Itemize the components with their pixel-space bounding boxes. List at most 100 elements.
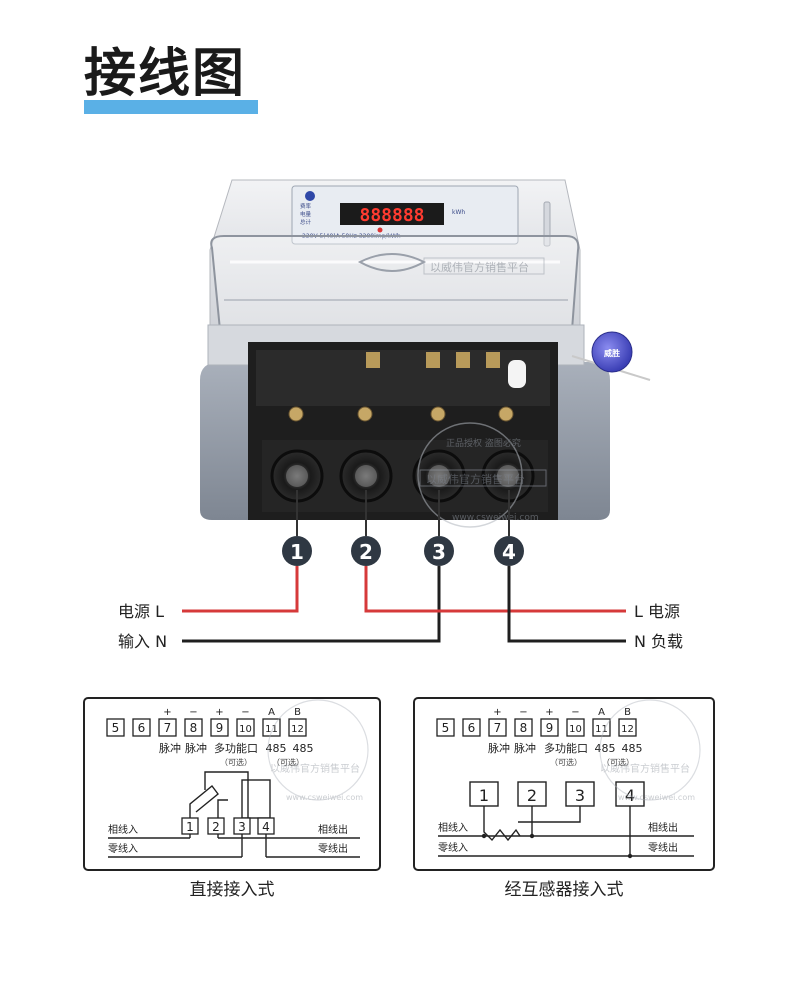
phase-out-label: 相线出 <box>318 823 348 836</box>
neutral-out-label: 零线出 <box>648 841 678 854</box>
func-label: 多功能口 <box>544 741 588 755</box>
func-label: 485 <box>266 742 287 755</box>
phase-out-label: 相线出 <box>648 821 678 834</box>
neutral-out-label: 零线出 <box>318 842 348 855</box>
phase-in-label: 相线入 <box>108 823 138 836</box>
bottom-terminal-number: 4 <box>262 820 270 834</box>
bottom-terminal-number: 3 <box>238 820 246 834</box>
diagram-frame <box>83 697 381 871</box>
top-terminal-box <box>514 718 533 737</box>
polarity-mark: + <box>215 707 223 718</box>
screw-icon <box>357 406 373 422</box>
bottom-terminal-number: 1 <box>186 820 194 834</box>
wiring-lines <box>182 490 626 643</box>
watermark-store: 以威伟官方销售平台 <box>270 762 360 775</box>
func-label: 多功能口 <box>214 741 258 755</box>
ct-circuit <box>438 806 694 857</box>
top-terminal-number: 6 <box>138 721 146 735</box>
top-terminal-box <box>618 718 637 737</box>
func-label: 485 <box>293 742 314 755</box>
terminal-bubble-3 <box>424 536 454 566</box>
top-terminal-box <box>592 718 611 737</box>
top-terminal-box <box>236 718 255 737</box>
watermark-url: www.csweiwei.com <box>452 513 539 523</box>
watermark-url: www.csweiwei.com <box>286 793 363 802</box>
optional-note: （可选） <box>272 757 304 767</box>
top-terminal-number: 7 <box>164 721 172 735</box>
seal-text: 威胜 <box>604 348 620 358</box>
top-terminal-number: 12 <box>291 724 304 735</box>
top-terminal-number: 9 <box>546 721 554 735</box>
polarity-mark: + <box>545 707 553 718</box>
screw-icon <box>430 406 446 422</box>
top-terminal-number: 6 <box>468 721 476 735</box>
screw-icon <box>288 406 304 422</box>
bottom-terminal-box <box>233 817 251 835</box>
large-terminal-row: 1 2 3 4 <box>469 781 645 807</box>
func-label: 脉冲 <box>514 741 536 755</box>
top-terminal-number: 8 <box>520 721 528 735</box>
top-terminal-number: 8 <box>190 721 198 735</box>
polarity-mark: − <box>241 707 249 718</box>
phase-in-label: 相线入 <box>438 821 468 834</box>
meter-illustration: 888888 kWh 费率 电量 总计 220V 5(40)A 50Hz 320… <box>200 179 651 520</box>
bottom-terminal-box <box>181 817 199 835</box>
terminal-bubble-1 <box>282 536 312 566</box>
terminal-number: 4 <box>625 786 635 805</box>
terminal-number: 1 <box>290 540 304 564</box>
top-terminal-box <box>462 718 481 737</box>
wire-neutral-in <box>182 566 441 643</box>
lcd-digits: 888888 <box>359 205 424 226</box>
watermark-group: 以威伟官方销售平台 以威伟官方销售平台 www.csweiwei.com 正品授… <box>417 257 547 528</box>
bottom-terminal-row: 1 2 3 4 <box>181 817 275 835</box>
top-terminal-number: 11 <box>265 724 278 735</box>
polarity-mark: + <box>493 707 501 718</box>
terminal-box <box>615 781 645 807</box>
label-load-n: N 负载 <box>634 632 683 651</box>
top-terminal-box <box>566 718 585 737</box>
polarity-mark: A <box>598 707 605 718</box>
top-terminal-box <box>184 718 203 737</box>
func-label: 脉冲 <box>159 741 181 755</box>
top-terminal-box <box>262 718 281 737</box>
polarity-mark: − <box>571 707 579 718</box>
top-terminal-box <box>540 718 559 737</box>
func-label: 脉冲 <box>488 741 510 755</box>
test-button-icon <box>508 360 526 388</box>
bottom-terminal-number: 2 <box>212 820 220 834</box>
terminal-bubbles: 1 2 3 4 <box>282 536 524 566</box>
caption-ct: 经互感器接入式 <box>505 880 624 900</box>
lcd-display <box>340 203 444 225</box>
label-input-n: 输入 N <box>118 632 167 651</box>
top-terminal-number: 9 <box>216 721 224 735</box>
meter-label-energy: 电量 <box>300 210 312 218</box>
top-terminal-box <box>488 718 507 737</box>
top-terminal-box <box>106 718 125 737</box>
top-terminal-number: 12 <box>621 724 634 735</box>
terminal-box <box>469 781 499 807</box>
top-terminal-box <box>288 718 307 737</box>
terminal-number: 1 <box>479 786 489 805</box>
polarity-mark: B <box>294 707 301 718</box>
func-label: 485 <box>622 742 643 755</box>
top-terminal-box <box>210 718 229 737</box>
wire-live-in <box>182 566 299 613</box>
polarity-mark: − <box>189 707 197 718</box>
terminal-number: 3 <box>575 786 585 805</box>
label-source-l-left: 电源 L <box>118 602 164 621</box>
top-terminal-number: 5 <box>112 721 120 735</box>
meter-unit: kWh <box>452 209 465 216</box>
bottom-terminal-box <box>257 817 275 835</box>
label-source-l-right: L 电源 <box>634 602 680 621</box>
optional-note: （可选） <box>602 757 634 767</box>
brand-logo-icon <box>305 191 315 201</box>
bottom-terminal-box <box>207 817 225 835</box>
polarity-mark: − <box>519 707 527 718</box>
terminal-number: 4 <box>502 540 516 564</box>
meter-label-total: 总计 <box>300 218 312 226</box>
pulse-led-icon <box>377 227 383 233</box>
screw-icon <box>498 406 514 422</box>
terminal-bubble-4 <box>494 536 524 566</box>
